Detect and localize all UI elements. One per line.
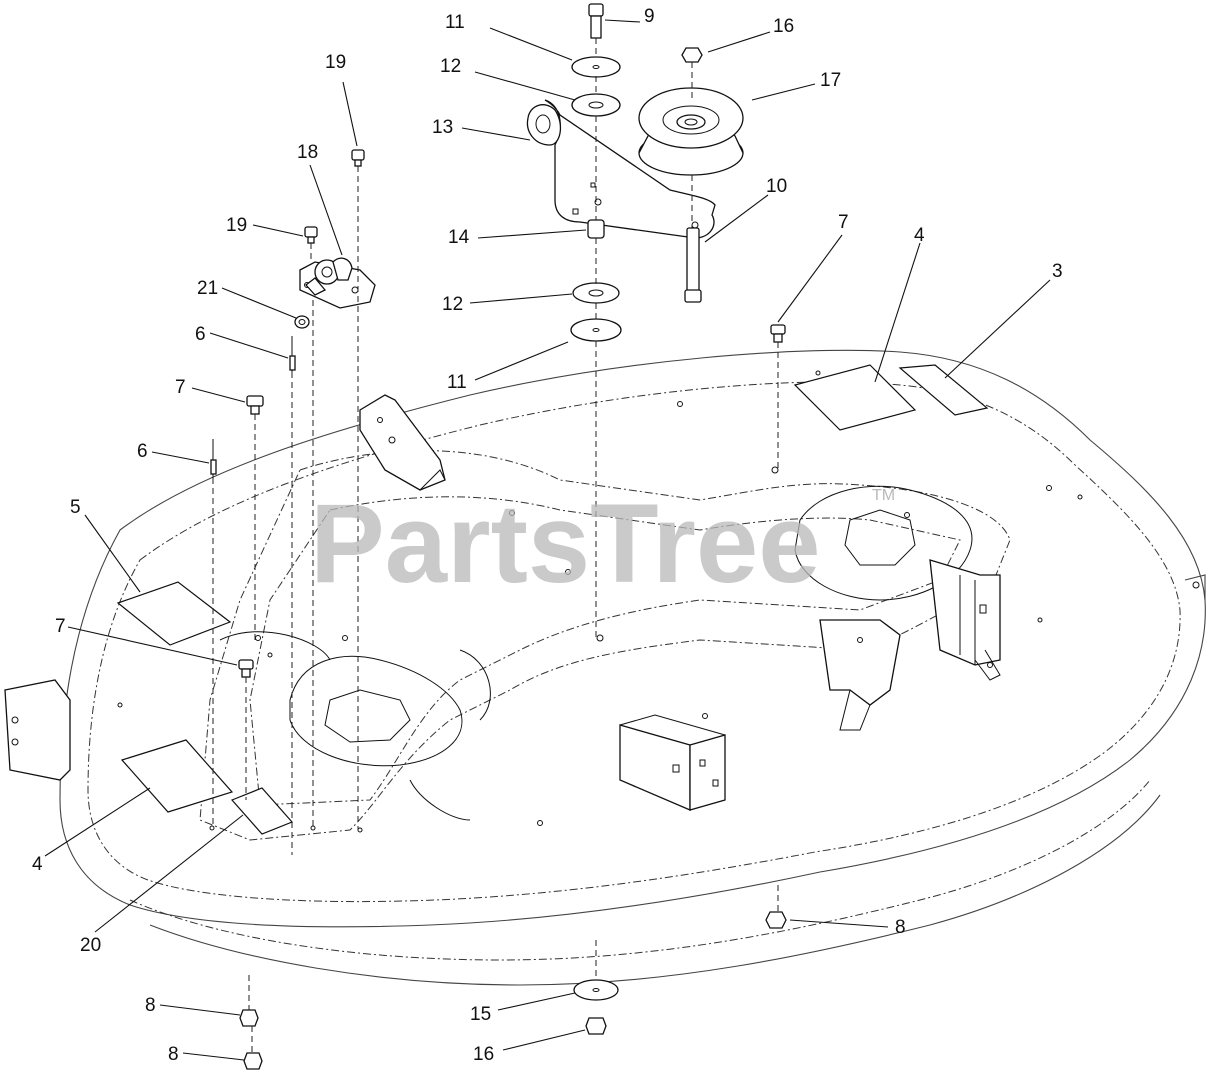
idler-arm-13	[544, 99, 716, 239]
washer-12-top	[571, 93, 621, 117]
callout-3: 3	[1052, 261, 1063, 282]
bolt-19-top	[351, 149, 365, 161]
bolt-19-mid	[304, 226, 318, 238]
mower-deck-shell	[4, 349, 1206, 986]
decals	[116, 364, 989, 835]
callout-6-lower: 6	[137, 441, 148, 462]
watermark-tm: TM	[872, 487, 895, 504]
callout-7-right: 7	[838, 212, 849, 233]
bolt-9	[588, 3, 604, 17]
callout-4-left: 4	[32, 854, 43, 875]
callout-8-lower-b: 8	[168, 1044, 179, 1065]
bushing-14	[587, 219, 605, 239]
center-lines	[212, 38, 779, 1053]
callout-4-right: 4	[914, 225, 925, 246]
washer-11-bottom	[570, 318, 622, 342]
callout-16-bottom: 16	[473, 1044, 494, 1065]
decal-3	[898, 364, 989, 416]
watermark-text: PartsTree	[310, 481, 821, 606]
callout-8-right: 8	[895, 917, 906, 938]
bolt-7-right	[770, 324, 786, 335]
callout-6-upper: 6	[195, 324, 206, 345]
nut-8-right	[765, 911, 787, 929]
ring-21	[294, 315, 310, 329]
nut-8-lower-left-a	[239, 1009, 259, 1027]
callout-21: 21	[197, 278, 218, 299]
left-hardware	[210, 149, 786, 678]
callout-7-upper: 7	[175, 377, 186, 398]
nut-8-lower-left-b	[243, 1052, 263, 1070]
washer-12-bottom	[572, 282, 620, 304]
decal-4-left	[120, 739, 234, 813]
decal-5	[116, 581, 232, 646]
callout-8-lower-a: 8	[145, 995, 156, 1016]
bottom-hardware	[239, 911, 787, 1070]
idler-arm-assembly	[526, 3, 744, 342]
nut-16-bottom	[585, 1017, 607, 1035]
callout-18: 18	[297, 142, 318, 163]
callout-17: 17	[820, 70, 841, 91]
callout-12-bottom: 12	[442, 294, 463, 315]
decal-4-right	[793, 364, 917, 431]
leader-lines	[44, 19, 1051, 1061]
bolt-7-upper	[246, 395, 264, 407]
callout-14: 14	[448, 227, 470, 248]
callout-19-top: 19	[325, 52, 346, 73]
callout-labels: 11 9 16 12 17 19 13 18 10 19 7 4 14 3 21…	[32, 6, 1063, 1065]
callout-20: 20	[80, 935, 101, 956]
washer-11-top	[571, 56, 621, 78]
callout-12-top: 12	[440, 56, 461, 77]
bolt-7-lower	[238, 659, 254, 670]
washer-15	[573, 979, 619, 1001]
callout-19-mid: 19	[226, 215, 247, 236]
callout-11-top: 11	[445, 12, 465, 33]
callout-13: 13	[432, 117, 453, 138]
callout-10: 10	[766, 176, 787, 197]
nut-16-top	[681, 47, 703, 63]
callout-15: 15	[470, 1004, 491, 1025]
bolt-10	[686, 227, 700, 294]
callout-5: 5	[70, 497, 81, 518]
callout-7-lower: 7	[55, 616, 66, 637]
callout-11-bottom: 11	[447, 372, 467, 393]
decal-20	[230, 787, 294, 835]
callout-9: 9	[644, 6, 655, 27]
callout-16-top: 16	[773, 16, 794, 37]
